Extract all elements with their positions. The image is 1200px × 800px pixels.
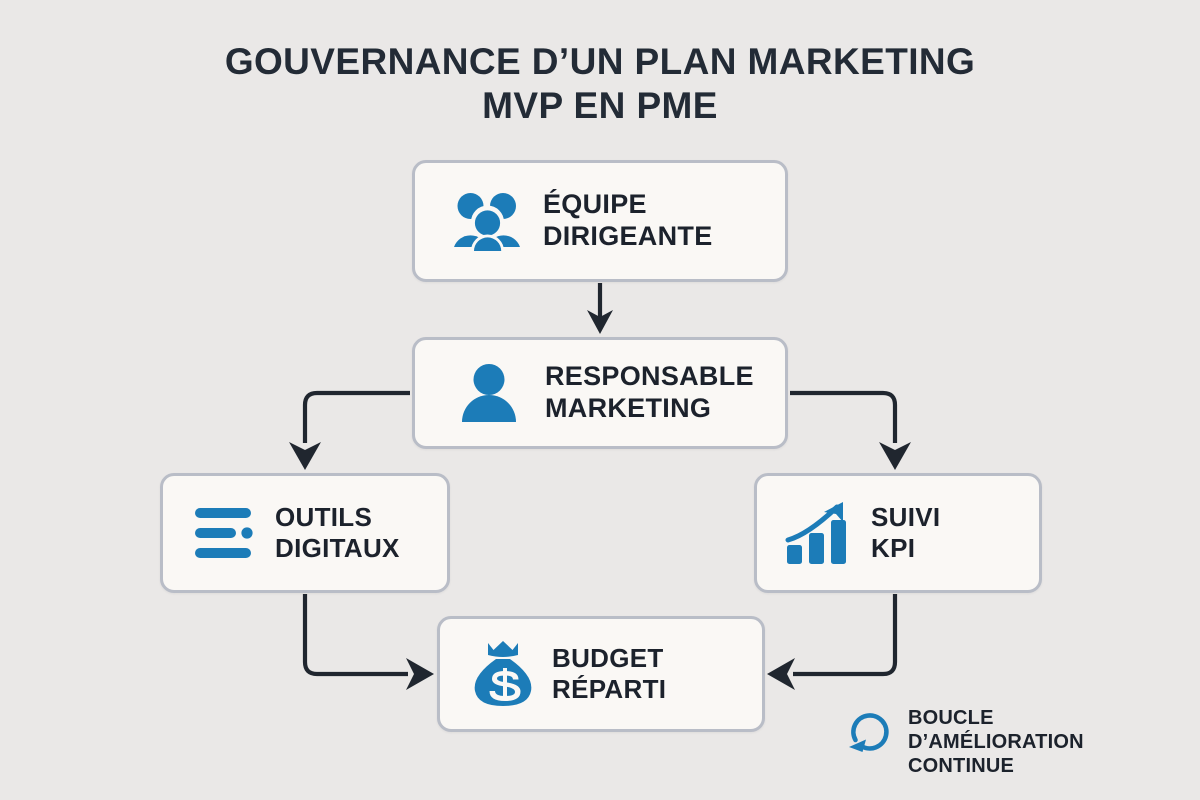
arrowhead-right-budget	[406, 658, 434, 690]
money-bag-icon	[472, 640, 534, 708]
people-group-icon	[453, 190, 525, 252]
node-label: Outils digitaux	[275, 502, 400, 563]
arrowhead-down-outils	[289, 442, 321, 470]
connector-outils-budget	[302, 594, 408, 677]
node-label: Responsable marketing	[545, 361, 754, 423]
connector-responsable-kpi	[790, 390, 898, 443]
connector-responsable-outils	[302, 390, 410, 443]
arrowhead-left-budget	[767, 658, 795, 690]
node-budget-reparti[interactable]: Budget réparti	[437, 616, 765, 732]
bar-chart-growth-icon	[785, 500, 851, 566]
node-label: Budget réparti	[552, 643, 667, 704]
person-icon	[459, 362, 519, 424]
node-suivi-kpi[interactable]: Suivi KPI	[754, 473, 1042, 593]
list-lines-icon	[195, 506, 253, 560]
connector-kpi-budget	[793, 594, 898, 677]
node-label: Suivi KPI	[871, 502, 941, 563]
refresh-loop-icon	[846, 708, 894, 761]
node-responsable-marketing[interactable]: Responsable marketing	[412, 337, 788, 449]
node-equipe-dirigeante[interactable]: Équipe dirigeante	[412, 160, 788, 282]
legend-boucle-amelioration: Boucle d’amélioration continue	[846, 706, 1084, 778]
arrowhead-down-kpi	[879, 442, 911, 470]
node-outils-digitaux[interactable]: Outils digitaux	[160, 473, 450, 593]
page-title: Gouvernance d’un plan marketing MVP en P…	[224, 41, 976, 126]
legend-label: Boucle d’amélioration continue	[908, 707, 1084, 777]
node-label: Équipe dirigeante	[543, 189, 713, 251]
arrowhead-down-equipe	[587, 310, 613, 334]
